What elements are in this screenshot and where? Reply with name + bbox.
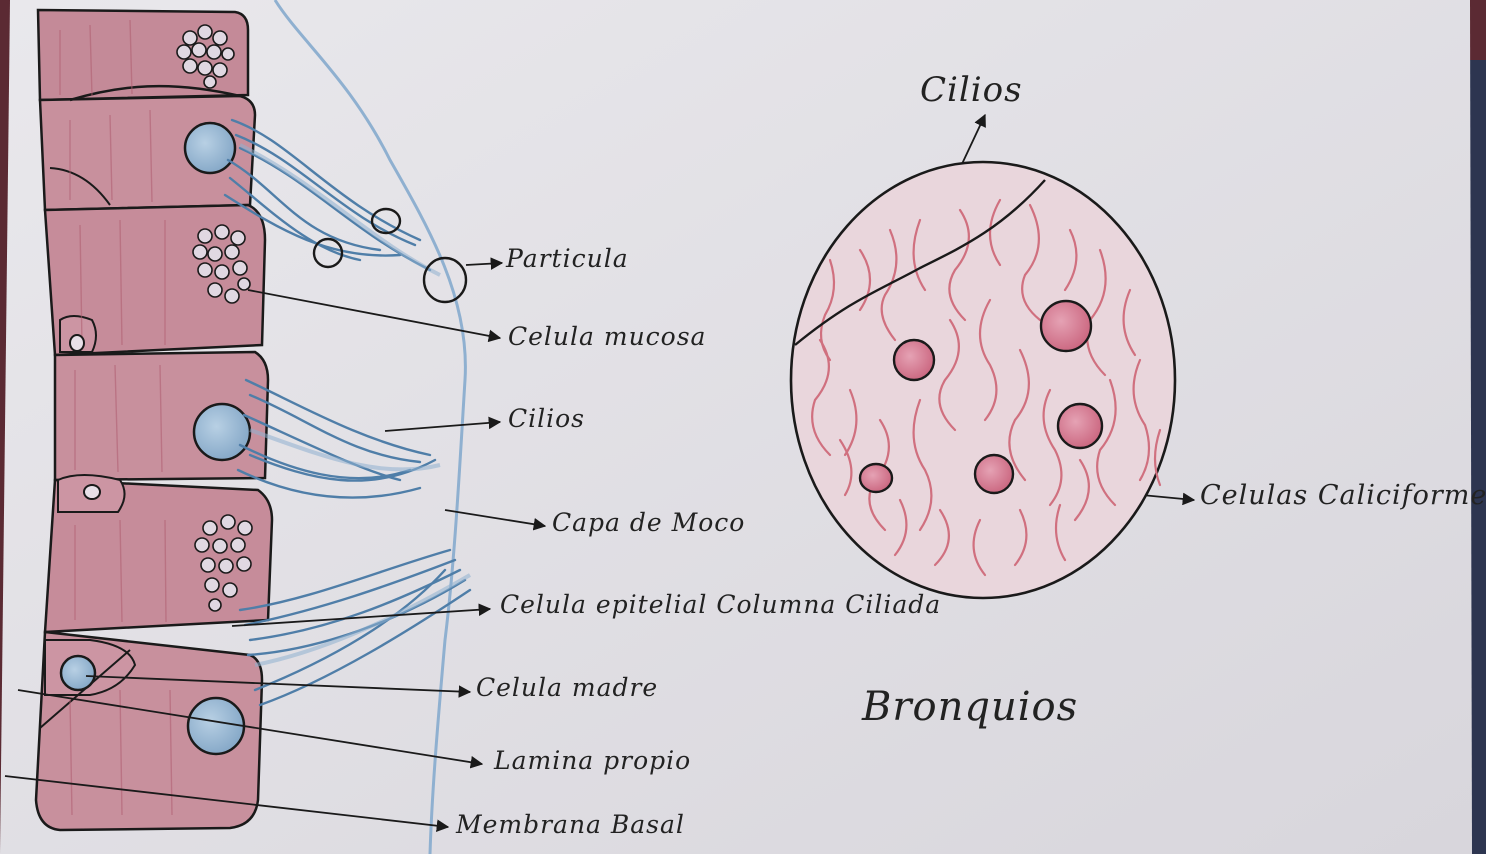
stem-cell-nucleus <box>61 656 95 690</box>
label-membrana-basal: Membrana Basal <box>456 810 685 839</box>
label-celula-mucosa: Celula mucosa <box>508 322 706 351</box>
basal-nucleus <box>70 335 84 351</box>
nucleus <box>194 404 250 460</box>
label-celula-epitelial: Celula epitelial Columna Ciliada <box>500 590 941 619</box>
label-lamina-propia: Lamina propio <box>494 746 691 775</box>
label-celulas-caliciformes: Celulas Caliciformes <box>1200 480 1486 511</box>
goblet-cell <box>1058 404 1102 448</box>
nucleus <box>185 123 235 173</box>
label-celula-madre: Celula madre <box>476 673 658 702</box>
basal-nucleus <box>84 485 100 499</box>
label-cilios: Cilios <box>508 404 585 433</box>
nucleus <box>188 698 244 754</box>
goblet-cell <box>975 455 1013 493</box>
bronchi-cross-section <box>791 162 1175 598</box>
goblet-cell <box>860 464 892 492</box>
goblet-cell <box>894 340 934 380</box>
label-cilios-cross-section: Cilios <box>920 70 1023 110</box>
goblet-cell <box>1041 301 1091 351</box>
epithelium <box>36 10 272 830</box>
caption-bronquios: Bronquios <box>862 684 1078 730</box>
label-capa-moco: Capa de Moco <box>552 508 745 537</box>
cross-section-outline <box>791 162 1175 598</box>
label-particula: Particula <box>506 244 629 273</box>
